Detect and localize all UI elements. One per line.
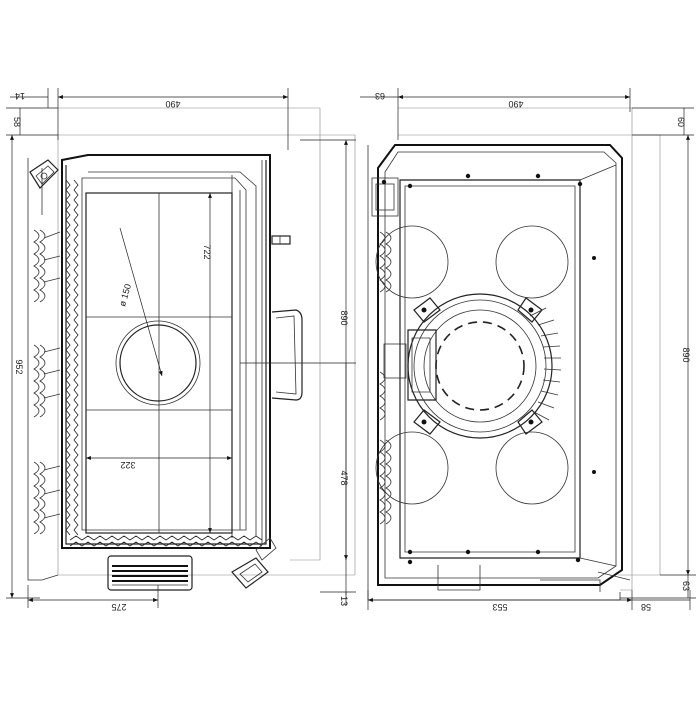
left-outer-casing	[57, 134, 356, 576]
door-hinge-top	[29, 159, 59, 189]
dim-490-left-label: 490	[165, 99, 180, 109]
left-side-wall	[27, 158, 59, 581]
air-inlet-nozzle	[271, 235, 291, 245]
dim-890-right-label: 890	[681, 347, 691, 362]
dim-478-label: 478	[339, 470, 349, 485]
dim-322-label: 322	[120, 460, 135, 470]
refractory-lining-left	[65, 179, 263, 547]
back-plate	[399, 179, 581, 559]
flue-collar	[407, 293, 562, 439]
dim-553-label: 553	[492, 602, 507, 612]
flue-circle-left	[119, 324, 197, 402]
dim-diameter-150-label: ø 150	[117, 283, 133, 308]
dim-890-left-label: 890	[339, 310, 349, 325]
convection-circle-tl	[375, 225, 449, 299]
dim-722-label: 722	[202, 244, 212, 259]
firebox-outline	[81, 177, 247, 531]
right-body-frame	[377, 144, 623, 586]
dim-58-bottom-label: 58	[641, 602, 651, 612]
mounting-bolts	[381, 173, 596, 565]
left-body-frame	[61, 154, 271, 549]
dim-275-label: 275	[111, 602, 126, 612]
bottom-connector	[437, 565, 481, 591]
insulation-left	[33, 229, 61, 535]
door-handle	[271, 309, 303, 401]
insulation-right	[371, 177, 407, 525]
left-back-casing	[58, 107, 321, 561]
convection-circle-bl	[375, 431, 449, 505]
door-hinge-bottom	[231, 557, 269, 589]
dim-63-top-label: 63	[375, 91, 385, 101]
dim-63-bottom-label: 63	[681, 581, 691, 591]
dim-13-label: 13	[339, 596, 349, 606]
dim-14-label: 14	[15, 91, 25, 101]
convection-circle-br	[495, 431, 569, 505]
ash-drawer-grille	[107, 555, 193, 591]
dim-952-label: 952	[14, 359, 24, 374]
right-outer-casing	[398, 107, 633, 591]
dim-58-top-label: 58	[12, 117, 22, 127]
left-front-view: 14 490 58 952 890 478 13 722 ø 150	[6, 88, 356, 612]
dim-490-right-label: 490	[508, 99, 523, 109]
right-back-view: 63 490 60 890 63 553 58	[360, 88, 696, 612]
convection-circle-tr	[495, 225, 569, 299]
dim-60-label: 60	[676, 117, 686, 127]
